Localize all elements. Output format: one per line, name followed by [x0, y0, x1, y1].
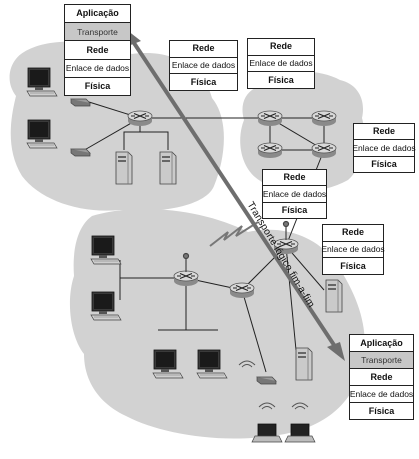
wireless-link-icon: [209, 221, 259, 247]
layer-physical: Física: [65, 76, 130, 95]
layer-link: Enlace de dados: [263, 185, 326, 201]
layer-physical: Física: [354, 155, 414, 172]
router-icon: [311, 142, 337, 159]
protocol-stack-top-host: Aplicação Transporte Rede Enlace de dado…: [64, 4, 131, 96]
layer-link: Enlace de dados: [350, 385, 413, 402]
layer-physical: Física: [263, 201, 326, 218]
layer-network: Rede: [350, 368, 413, 385]
layer-network: Rede: [192, 43, 215, 54]
protocol-stack-router-top-right: Rede Enlace de dados Física: [247, 38, 315, 89]
server-icon: [295, 347, 313, 381]
router-icon: [127, 110, 153, 127]
layer-physical: Física: [170, 73, 237, 90]
layer-physical: Física: [248, 71, 314, 88]
isp-cloud-right: [240, 71, 365, 192]
layer-link: Enlace de dados: [248, 54, 314, 72]
layer-link: Enlace de dados: [170, 56, 237, 74]
modem-icon: [70, 98, 91, 107]
layer-network: Rede: [341, 227, 364, 238]
server-icon: [115, 151, 133, 185]
layer-network: Rede: [269, 41, 292, 52]
layer-network: Rede: [283, 172, 306, 183]
router-icon: [229, 282, 255, 299]
protocol-stack-bottom-host: Aplicação Transporte Rede Enlace de dado…: [349, 334, 414, 420]
modem-icon: [70, 148, 91, 157]
protocol-stack-router-lower: Rede Enlace de dados Física: [321, 224, 385, 275]
protocol-stack-router-left: Rede Enlace de dados Física: [169, 40, 238, 91]
layer-link: Enlace de dados: [352, 139, 416, 155]
layer-link: Enlace de dados: [321, 240, 385, 258]
server-icon: [159, 151, 177, 185]
protocol-stack-router-right: Rede Enlace de dados Física: [352, 123, 416, 173]
layer-physical: Física: [323, 257, 383, 274]
layer-application: Aplicação: [76, 8, 119, 19]
antenna-icon: [182, 220, 290, 272]
layer-transport: Transporte: [350, 351, 413, 368]
layer-transport: Transporte: [65, 22, 130, 41]
server-icon: [325, 279, 343, 313]
layer-network: Rede: [372, 126, 395, 137]
layer-physical: Física: [350, 402, 413, 419]
layer-application: Aplicação: [360, 337, 403, 348]
router-icon: [311, 110, 337, 127]
layer-network: Rede: [65, 40, 130, 58]
layer-link: Enlace de dados: [65, 58, 130, 77]
router-icon: [173, 270, 199, 287]
isp-cloud-bottom: [69, 209, 365, 439]
protocol-stack-router-mid: Rede Enlace de dados Física: [262, 169, 327, 219]
router-icon: [257, 110, 283, 127]
router-icon: [257, 142, 283, 159]
